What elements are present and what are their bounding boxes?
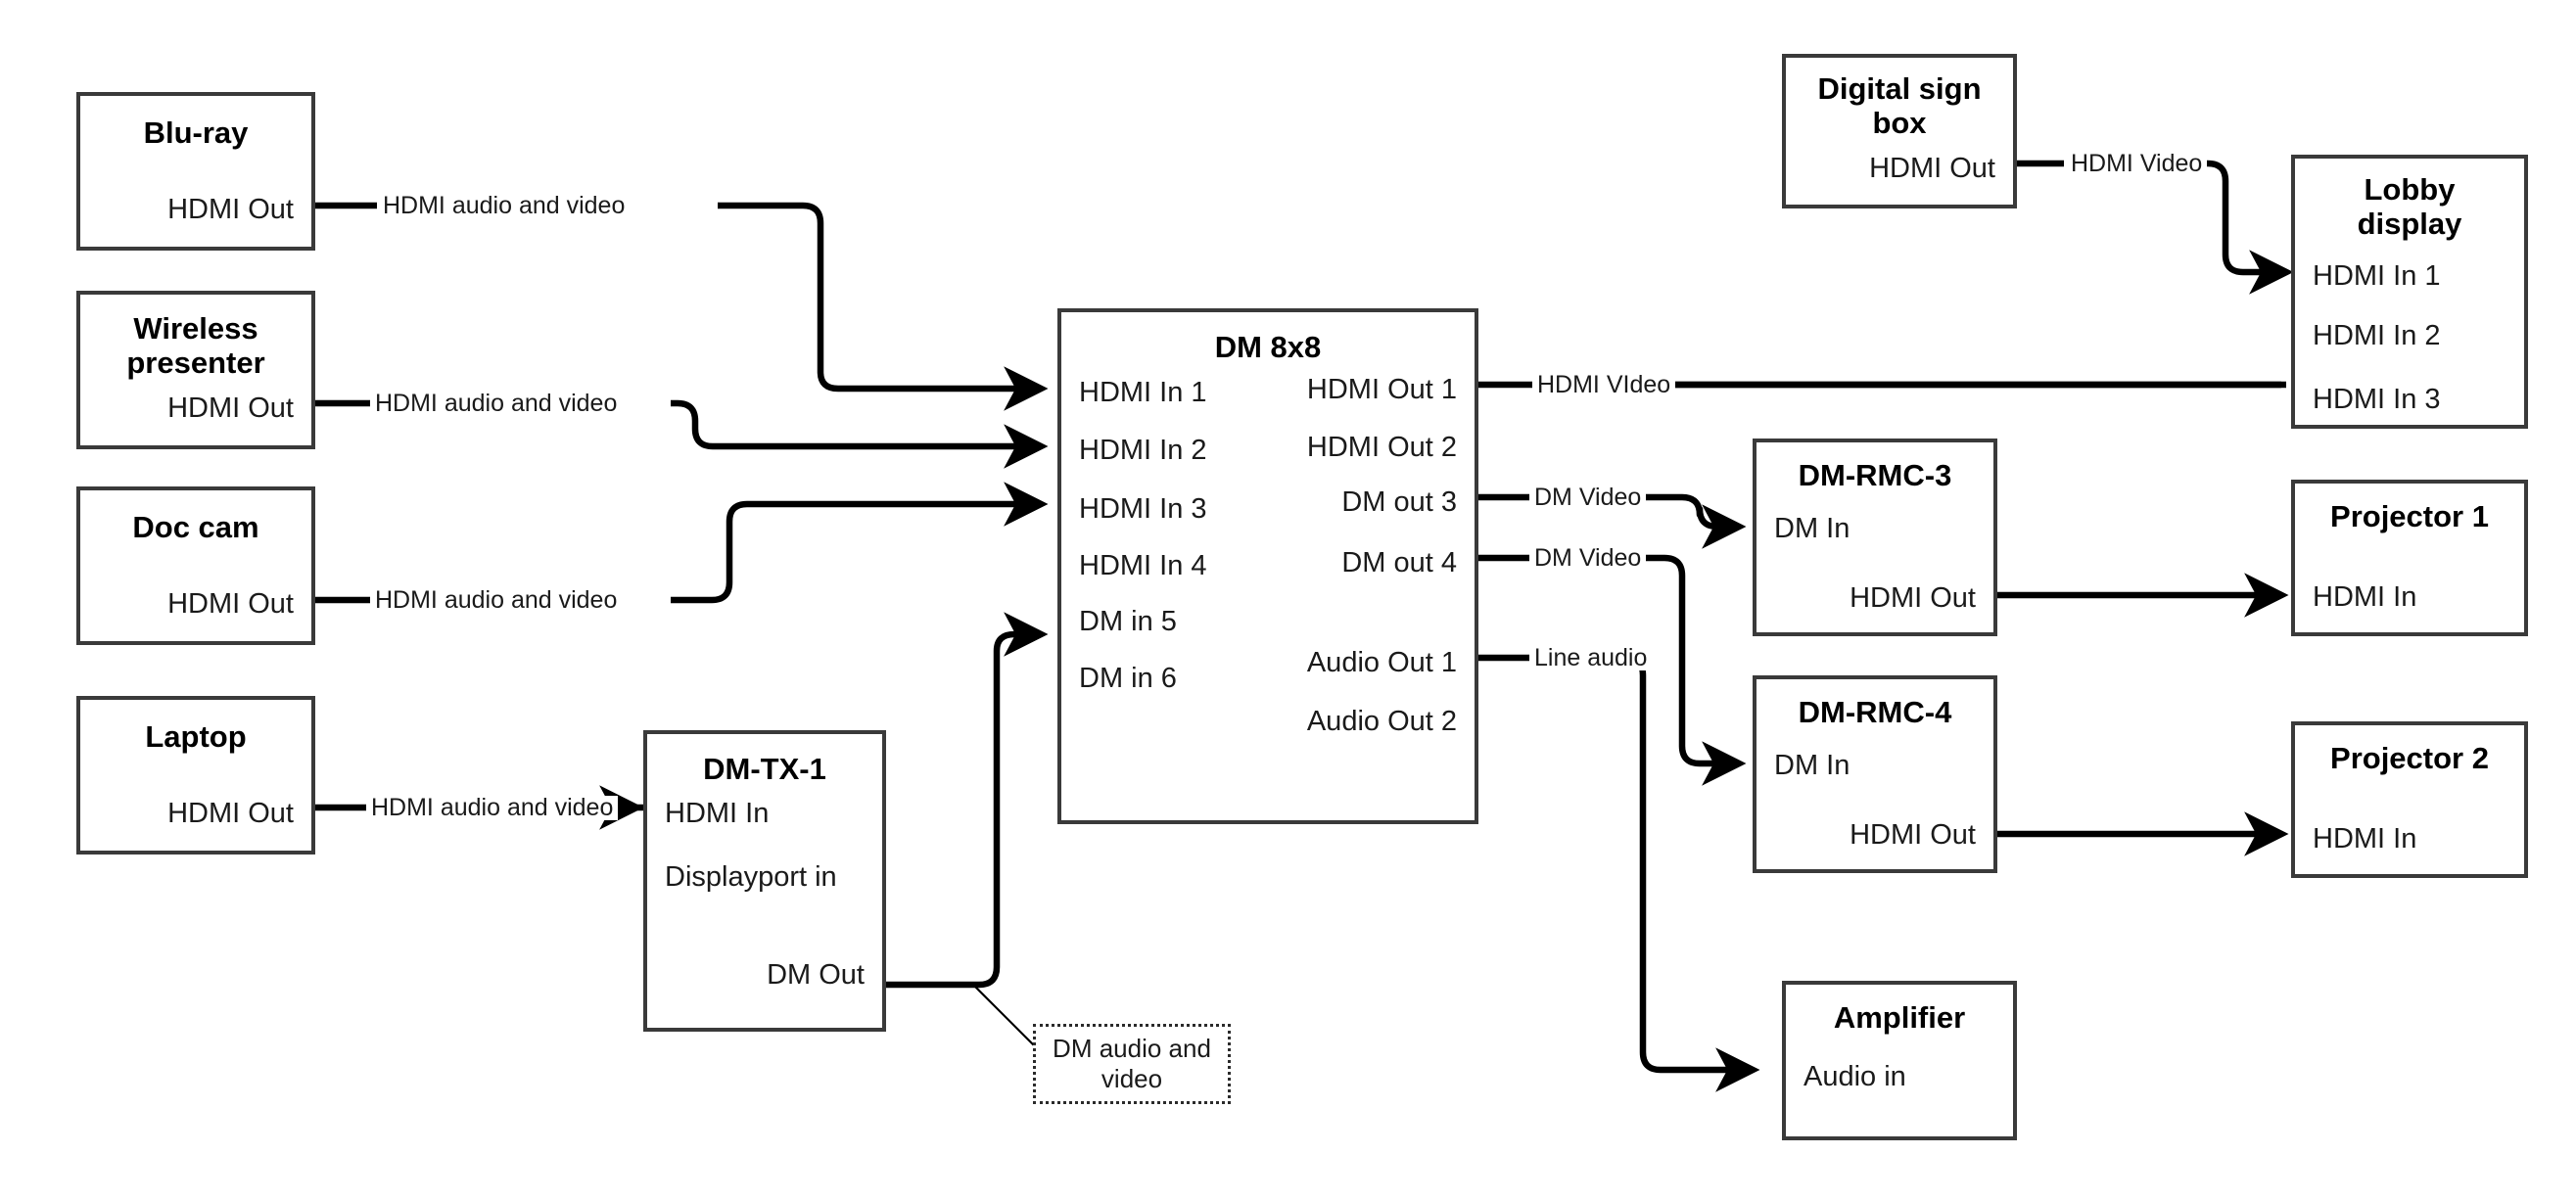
node-digital-sign-box-port-hdmi-out: HDMI Out — [1869, 153, 1995, 184]
node-projector-1-title: Projector 1 — [2330, 499, 2489, 533]
node-dm-8x8-input-hdmi-in-4: HDMI In 4 — [1079, 550, 1207, 581]
node-dm-8x8-title: DM 8x8 — [1214, 330, 1322, 364]
node-dm-8x8-output-dm-out-4: DM out 4 — [1341, 547, 1457, 578]
node-dm-rmc-3-title: DM-RMC-3 — [1798, 458, 1952, 492]
node-wireless-presenter-port-hdmi-out: HDMI Out — [167, 393, 294, 424]
node-dm-tx-1-port-dm-out: DM Out — [767, 959, 865, 991]
wire-label-bluray-to-dm8x8: HDMI audio and video — [378, 194, 631, 218]
node-laptop-title: Laptop — [145, 719, 247, 754]
node-projector-2-port-hdmi-in: HDMI In — [2313, 823, 2417, 855]
node-doc-cam[interactable]: Doc cam HDMI Out — [76, 486, 315, 645]
wire-label-dm8x8-dmout3-to-rmc3: DM Video — [1529, 485, 1647, 510]
node-doc-cam-port-hdmi-out: HDMI Out — [167, 588, 294, 620]
node-projector-2[interactable]: Projector 2 HDMI In — [2291, 721, 2528, 878]
wire-doccam-to-dm8x8-b — [671, 482, 1049, 604]
node-projector-2-title: Projector 2 — [2330, 741, 2489, 775]
node-lobby-display-title: Lobby display — [2357, 172, 2462, 242]
node-laptop-port-hdmi-out: HDMI Out — [167, 798, 294, 829]
node-doc-cam-title: Doc cam — [132, 510, 259, 544]
node-dm-8x8-output-audio-out-2: Audio Out 2 — [1306, 706, 1457, 737]
node-dm-tx-1-port-hdmi-in: HDMI In — [665, 798, 770, 829]
wire-label-doccam-to-dm8x8: HDMI audio and video — [370, 588, 623, 613]
node-wireless-presenter-title: Wireless presenter — [126, 311, 265, 381]
node-dm-rmc-4-port-dm-in: DM In — [1774, 750, 1850, 781]
node-dm-tx-1-port-displayport-in: Displayport in — [665, 861, 837, 893]
node-dm-8x8-input-dm-in-6: DM in 6 — [1079, 663, 1177, 694]
wire-label-wireless-to-dm8x8: HDMI audio and video — [370, 392, 623, 416]
wire-label-digitalsign-to-lobby: HDMI Video — [2066, 152, 2208, 176]
node-dm-8x8-output-dm-out-3: DM out 3 — [1341, 486, 1457, 518]
node-lobby-display[interactable]: Lobby display HDMI In 1 HDMI In 2 HDMI I… — [2291, 155, 2528, 429]
node-amplifier-title: Amplifier — [1833, 1000, 1966, 1035]
node-lobby-display-input-hdmi-in-2: HDMI In 2 — [2313, 320, 2441, 351]
node-dm-8x8-output-audio-out-1: Audio Out 1 — [1306, 647, 1457, 678]
node-wireless-presenter[interactable]: Wireless presenter HDMI Out — [76, 291, 315, 449]
node-dm-8x8-input-hdmi-in-2: HDMI In 2 — [1079, 435, 1207, 466]
node-dm-8x8-input-dm-in-5: DM in 5 — [1079, 606, 1177, 637]
node-dm-8x8-output-hdmi-out-1: HDMI Out 1 — [1306, 374, 1457, 405]
wire-label-laptop-to-dmtx1: HDMI audio and video — [366, 796, 619, 820]
wire-wireless-to-dm8x8-b — [671, 399, 1049, 469]
node-lobby-display-input-hdmi-in-3: HDMI In 3 — [2313, 384, 2441, 415]
node-dm-rmc-3-port-dm-in: DM In — [1774, 513, 1850, 544]
node-laptop[interactable]: Laptop HDMI Out — [76, 696, 315, 855]
node-dm-8x8-input-hdmi-in-3: HDMI In 3 — [1079, 493, 1207, 525]
node-projector-1[interactable]: Projector 1 HDMI In — [2291, 480, 2528, 636]
node-projector-1-port-hdmi-in: HDMI In — [2313, 581, 2417, 613]
node-lobby-display-input-hdmi-in-1: HDMI In 1 — [2313, 260, 2441, 292]
node-dm-tx-1-title: DM-TX-1 — [703, 752, 826, 786]
node-bluray[interactable]: Blu-ray HDMI Out — [76, 92, 315, 251]
node-dm-8x8-output-hdmi-out-2: HDMI Out 2 — [1306, 432, 1457, 463]
callout-leader-line — [970, 982, 1042, 1053]
node-dm-rmc-4-port-hdmi-out: HDMI Out — [1850, 819, 1976, 851]
node-dm-rmc-4-title: DM-RMC-4 — [1798, 695, 1952, 729]
wire-label-dm8x8-hdmiout1-to-lobby: HDMI VIdeo — [1532, 373, 1676, 397]
node-amplifier[interactable]: Amplifier Audio in — [1782, 981, 2017, 1140]
node-dm-8x8-input-hdmi-in-1: HDMI In 1 — [1079, 377, 1207, 408]
node-dm-rmc-3-port-hdmi-out: HDMI Out — [1850, 582, 1976, 614]
node-dm-rmc-4[interactable]: DM-RMC-4 DM In HDMI Out — [1753, 675, 1997, 873]
node-digital-sign-box-title: Digital sign box — [1817, 71, 1982, 141]
wire-bluray-to-dm8x8-b — [718, 202, 1049, 411]
node-bluray-port-hdmi-out: HDMI Out — [167, 194, 294, 225]
node-amplifier-port-audio-in: Audio in — [1803, 1061, 1906, 1092]
wire-dm8x8-dmout3-to-rmc3-b — [1630, 493, 1747, 549]
node-dm-tx-1[interactable]: DM-TX-1 HDMI In Displayport in DM Out — [643, 730, 886, 1032]
wire-dm8x8-audioout1-to-amp-b — [1621, 654, 1760, 1092]
wire-label-dm8x8-audioout1-to-amp: Line audio — [1529, 646, 1653, 670]
node-dm-rmc-3[interactable]: DM-RMC-3 DM In HDMI Out — [1753, 439, 1997, 636]
callout-dm-audio-and-video: DM audio and video — [1033, 1024, 1231, 1104]
wire-dmtx1-to-dm8x8 — [886, 612, 1049, 989]
node-bluray-title: Blu-ray — [143, 115, 249, 150]
wire-digitalsign-to-lobby-b — [2193, 160, 2294, 295]
node-digital-sign-box[interactable]: Digital sign box HDMI Out — [1782, 54, 2017, 208]
node-dm-8x8[interactable]: DM 8x8 HDMI In 1 HDMI In 2 HDMI In 3 HDM… — [1057, 308, 1478, 824]
wire-label-dm8x8-dmout4-to-rmc4: DM Video — [1529, 546, 1647, 571]
